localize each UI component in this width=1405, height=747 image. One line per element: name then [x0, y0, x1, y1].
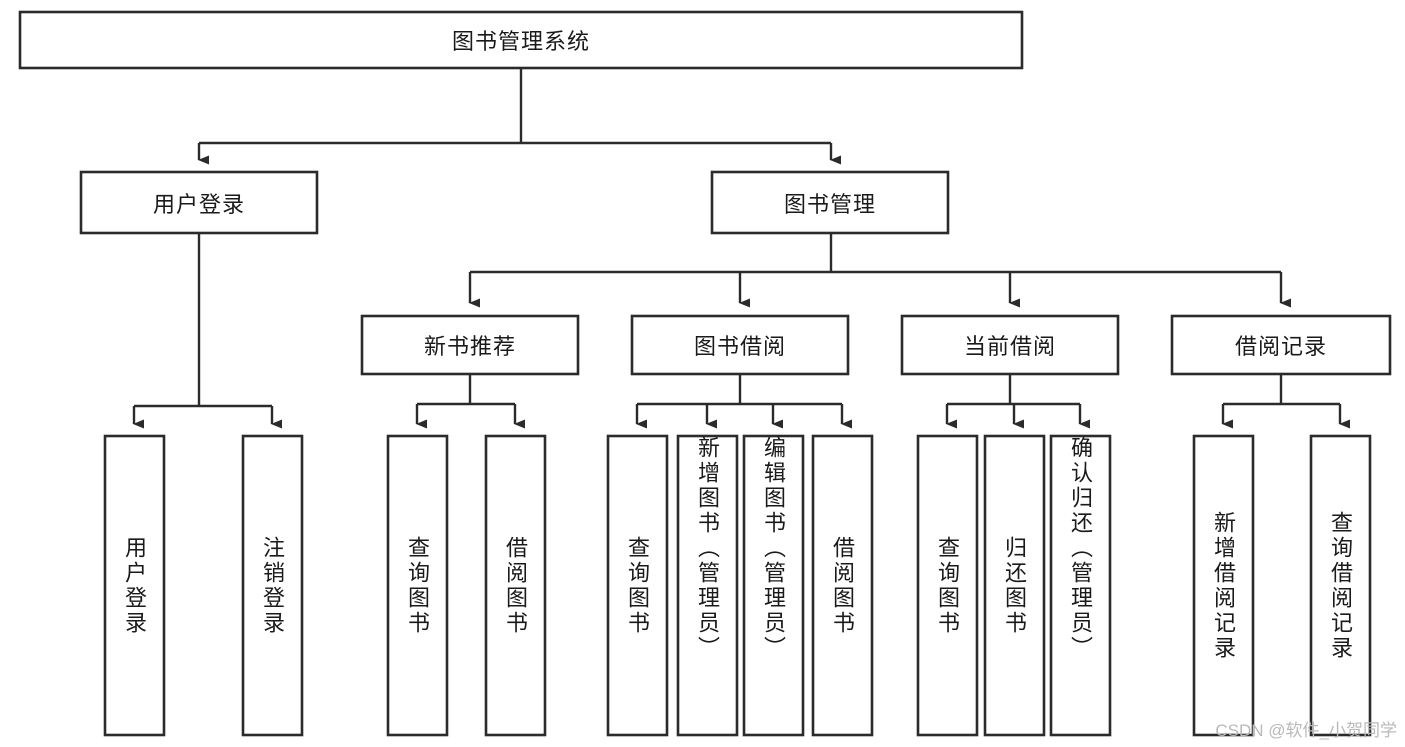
node-box-leaf-add-record[interactable]: [1192, 434, 1255, 737]
node-box-book-borrow[interactable]: [630, 314, 850, 376]
connector-root-to-level2: [197, 68, 841, 165]
connector-bookmanagement-to-level3: [468, 233, 1291, 308]
node-box-leaf-return-book[interactable]: [983, 434, 1046, 737]
connector-bookborrow-to-leaves: [635, 374, 852, 429]
node-box-leaf-logout-login[interactable]: [241, 434, 304, 737]
connector-userlogin-to-leaves: [132, 233, 282, 429]
node-box-book-management[interactable]: [710, 170, 950, 235]
connector-currentborrow-to-leaves: [945, 374, 1090, 429]
node-box-borrow-record[interactable]: [1170, 314, 1392, 376]
node-box-leaf-edit-book[interactable]: [742, 434, 805, 737]
node-box-user-login[interactable]: [79, 170, 319, 235]
node-box-current-borrow[interactable]: [900, 314, 1120, 376]
node-box-leaf-add-book[interactable]: [676, 434, 739, 737]
connector-newbook-to-leaves: [415, 374, 525, 429]
node-box-leaf-query-book-1[interactable]: [386, 434, 449, 737]
node-box-new-book-recommend[interactable]: [360, 314, 580, 376]
node-box-leaf-borrow-book-2[interactable]: [811, 434, 874, 737]
node-box-leaf-user-login[interactable]: [103, 434, 166, 737]
node-box-leaf-query-record[interactable]: [1309, 434, 1372, 737]
node-box-leaf-confirm-return[interactable]: [1049, 434, 1112, 737]
node-box-leaf-borrow-book-1[interactable]: [484, 434, 547, 737]
node-box-leaf-query-book-2[interactable]: [606, 434, 669, 737]
node-box-root[interactable]: [18, 10, 1024, 70]
node-box-leaf-query-book-3[interactable]: [916, 434, 979, 737]
connector-borrowrecord-to-leaves: [1221, 374, 1350, 429]
